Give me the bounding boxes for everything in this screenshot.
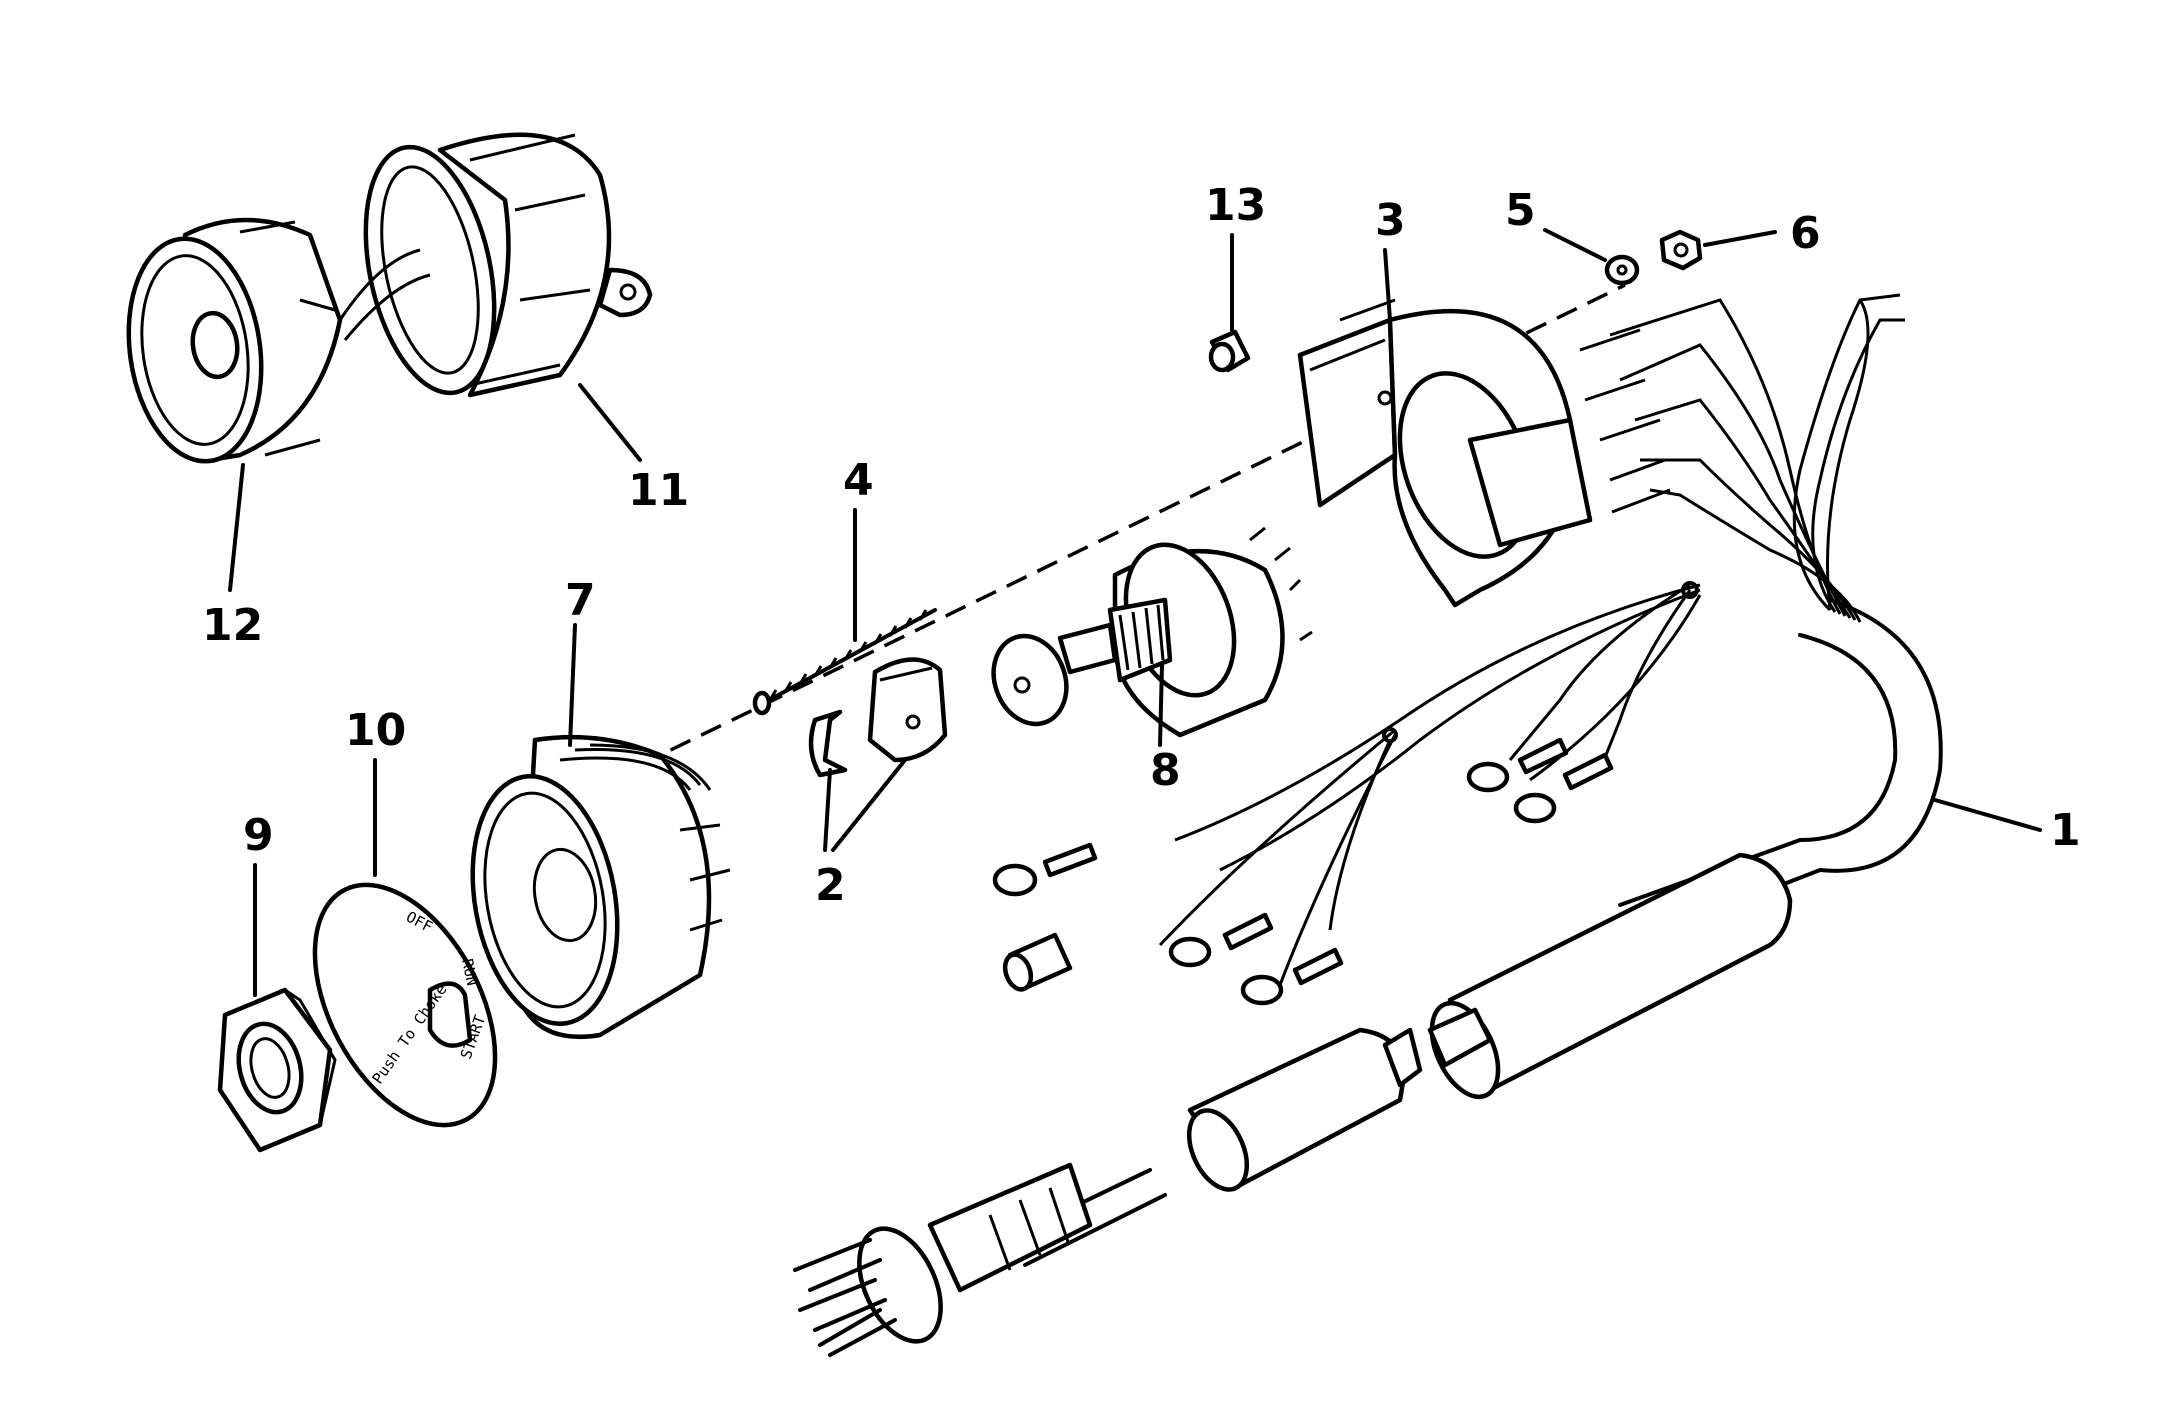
callout-2: 2 [815, 860, 846, 911]
hex-nut-part-9 [217, 987, 337, 1153]
key-switch-part-8 [991, 526, 1313, 738]
callout-labels: 1 2 3 4 5 6 7 8 9 10 11 12 13 [202, 180, 2081, 911]
callout-11: 11 [628, 465, 689, 516]
washer-part-5 [1604, 254, 1640, 286]
bracket-part-2b [867, 657, 948, 763]
leader-8 [1158, 663, 1164, 747]
clip-part-2a [808, 709, 848, 778]
callout-6: 6 [1790, 208, 1821, 259]
callout-4: 4 [843, 455, 874, 506]
leader-7 [568, 623, 577, 747]
callout-12: 12 [202, 600, 263, 651]
switch-housing-part-7 [470, 734, 731, 1040]
mounting-bracket-part-3 [1297, 298, 1593, 608]
leader-12 [228, 463, 245, 592]
leader-2b [831, 758, 907, 852]
leader-11 [578, 383, 642, 462]
spring-part-4 [752, 608, 937, 716]
leader-2a [823, 768, 832, 852]
callout-10: 10 [345, 705, 406, 756]
callout-3: 3 [1375, 195, 1406, 246]
callout-1: 1 [2050, 805, 2081, 856]
decal-run-text: RUN [458, 957, 481, 987]
wiring-harness-part-1 [793, 293, 1943, 1357]
leader-3 [1383, 248, 1392, 322]
mounting-ring-part-11 [338, 132, 653, 398]
nut-part-6 [1659, 229, 1703, 271]
leader-6 [1703, 230, 1777, 247]
callout-13: 13 [1205, 180, 1266, 231]
callout-9: 9 [243, 810, 274, 861]
leader-1 [1933, 798, 2042, 832]
callout-5: 5 [1505, 185, 1536, 236]
cover-cap-part-12 [126, 217, 343, 464]
leader-lines [228, 228, 2042, 997]
callout-8: 8 [1150, 745, 1181, 796]
decal-part-10: OFF RUN START Push To Choke [312, 882, 498, 1128]
assembly-centerline [639, 283, 1626, 767]
callout-7: 7 [565, 575, 596, 626]
leader-5 [1543, 228, 1607, 262]
sleeve-part-13 [1208, 329, 1251, 373]
